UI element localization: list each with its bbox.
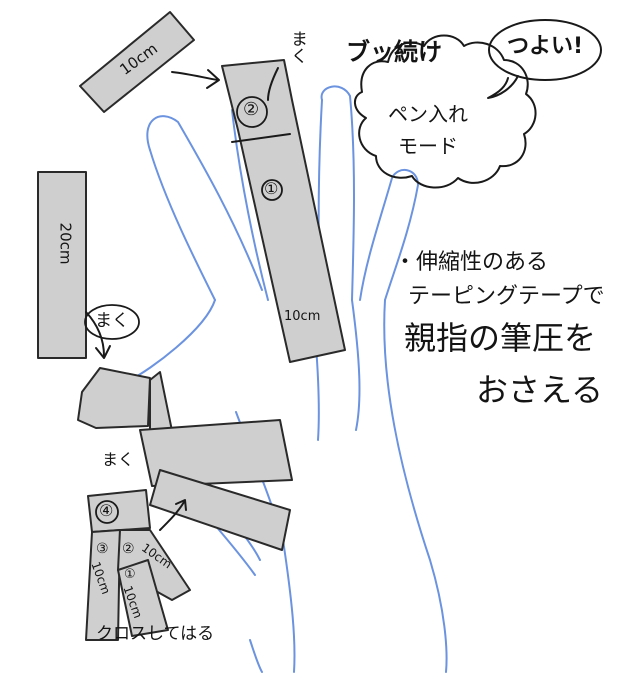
arrow-top-to-index xyxy=(171,69,220,89)
note-line-4: おさえる xyxy=(476,371,604,409)
wrist-wrap-note: まく xyxy=(95,311,129,331)
circle-small-number-4 xyxy=(95,500,119,524)
top-strip-10cm xyxy=(79,11,195,113)
little-finger-outline xyxy=(384,169,419,301)
speech-bubble xyxy=(488,19,602,81)
index-strip-length: 10cm xyxy=(284,309,321,324)
small-wrap-note: まく xyxy=(102,450,135,469)
note-line-2: テーピングテープで xyxy=(408,284,605,309)
small-tape-wrap xyxy=(87,489,151,533)
circle-wrist-note xyxy=(84,304,140,340)
long-strip-label: 20cm xyxy=(56,222,75,265)
note-line-3: 親指の筆圧を xyxy=(404,319,597,357)
index-finger-outline xyxy=(146,115,263,291)
note-tick-index xyxy=(267,67,279,101)
circle-strip-number-1 xyxy=(261,179,283,201)
arrow-small-up xyxy=(159,499,187,531)
callout-headline: ブッ続け xyxy=(346,38,442,66)
palm-right-edge xyxy=(383,299,448,673)
circle-wrap-number-2 xyxy=(236,96,268,128)
thought-cloud xyxy=(354,34,537,189)
thumb-outline xyxy=(129,299,216,381)
small-left-number: ③ xyxy=(96,541,109,557)
speech-bubble-text: つよい! xyxy=(507,34,584,59)
wrist-tape-band xyxy=(139,419,293,487)
small-tape-strip-right-b xyxy=(117,559,169,637)
cloud-line-1: ペン入れ xyxy=(388,102,468,126)
small-tape-strip-left xyxy=(85,529,121,641)
small-tape-strip-right-a xyxy=(117,529,191,601)
index-wrap-note: まく xyxy=(287,30,307,64)
cross-note: クロスしてはる xyxy=(96,624,215,644)
arrow-long-to-wrist xyxy=(85,311,111,359)
palm-left-edge xyxy=(282,539,296,673)
index-wrap-number: ② xyxy=(243,99,260,120)
wrist-tape-lower xyxy=(149,469,291,551)
small-wrap-number: ④ xyxy=(99,501,114,520)
note-line-1: ・伸縮性のある xyxy=(394,250,549,275)
index-tape-strip xyxy=(221,59,346,363)
cloud-line-2: モード xyxy=(398,134,458,158)
small-right-number-a: ② xyxy=(122,541,135,557)
small-right-number-b: ① xyxy=(124,567,136,582)
wrist-tape-wrap xyxy=(77,367,151,429)
long-strip-20cm xyxy=(37,171,87,359)
ring-finger-outline xyxy=(320,85,355,301)
index-strip-number: ① xyxy=(264,179,279,198)
